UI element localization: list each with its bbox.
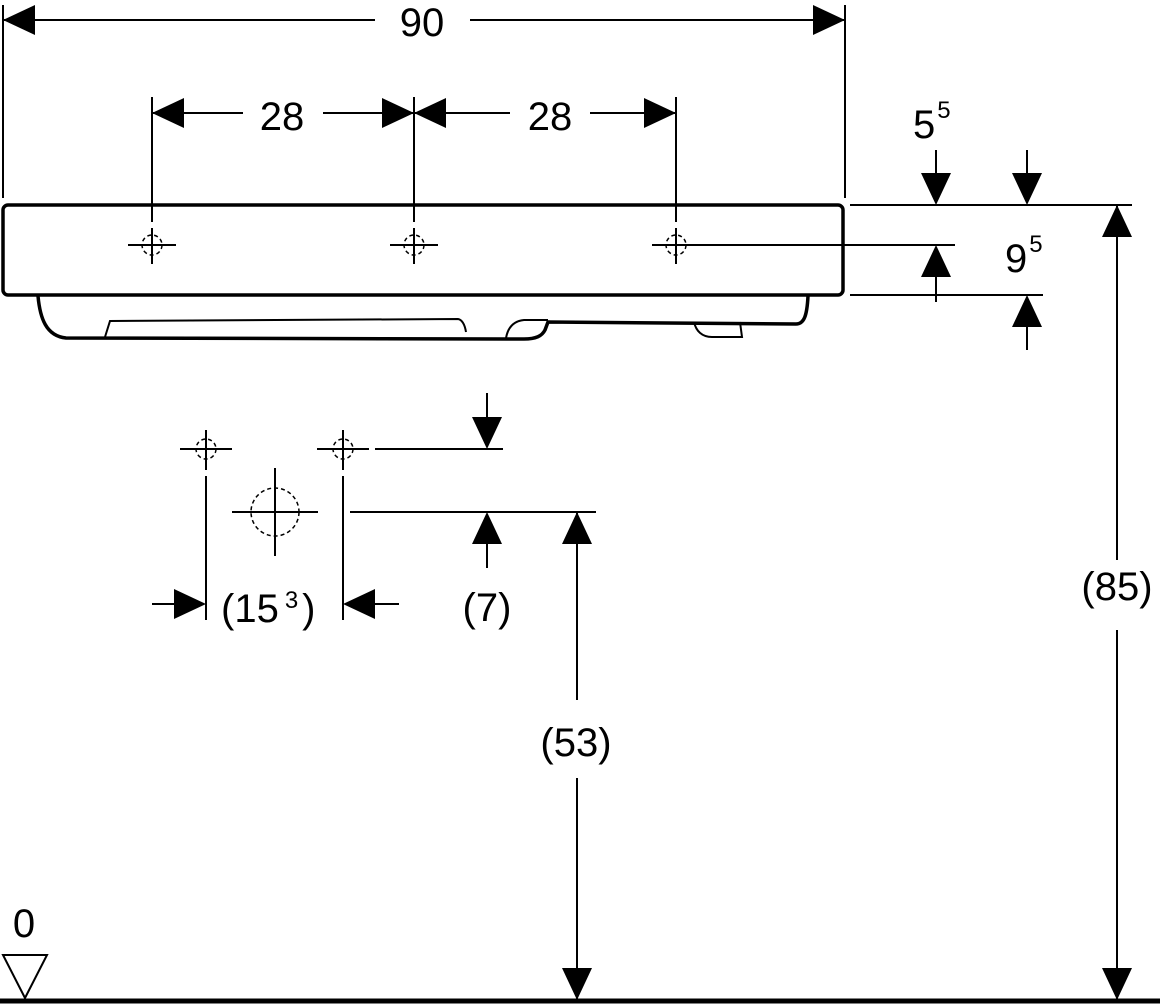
hole-offset-label: 95 [1005,231,1043,281]
tap-hole-left [128,228,176,264]
wall-connection-left [180,430,232,470]
dimension-overall-width: 90 [2,1,846,198]
valve-offset-label: (7) [463,586,512,630]
tap-hole-right [652,228,700,264]
drain-connection [232,468,318,556]
extension-lines-right [700,204,1132,296]
trap-height-label: (53) [540,721,611,765]
dimension-valve-offset: (7) [350,393,596,630]
dimension-total-height: (85) [1081,205,1153,1000]
overall-width-label: 90 [400,1,445,45]
spacing-right-label: 28 [528,95,573,139]
tap-hole-center [390,228,438,264]
total-height-label: (85) [1081,565,1152,609]
floor-level-label: 0 [13,902,35,946]
dimension-hole-offset: 95 [921,231,1043,350]
dimension-trap-height: (53) [540,512,612,1000]
dimension-top-offset: 55 [913,97,1042,205]
spacing-left-label: 28 [260,95,305,139]
washbasin-outline [1,203,845,341]
wall-connection-right [317,430,369,470]
top-offset-label: 55 [913,97,951,147]
dimension-tap-spacing: 28 28 [151,95,677,222]
floor-level-marker: 0 [1,902,49,1001]
